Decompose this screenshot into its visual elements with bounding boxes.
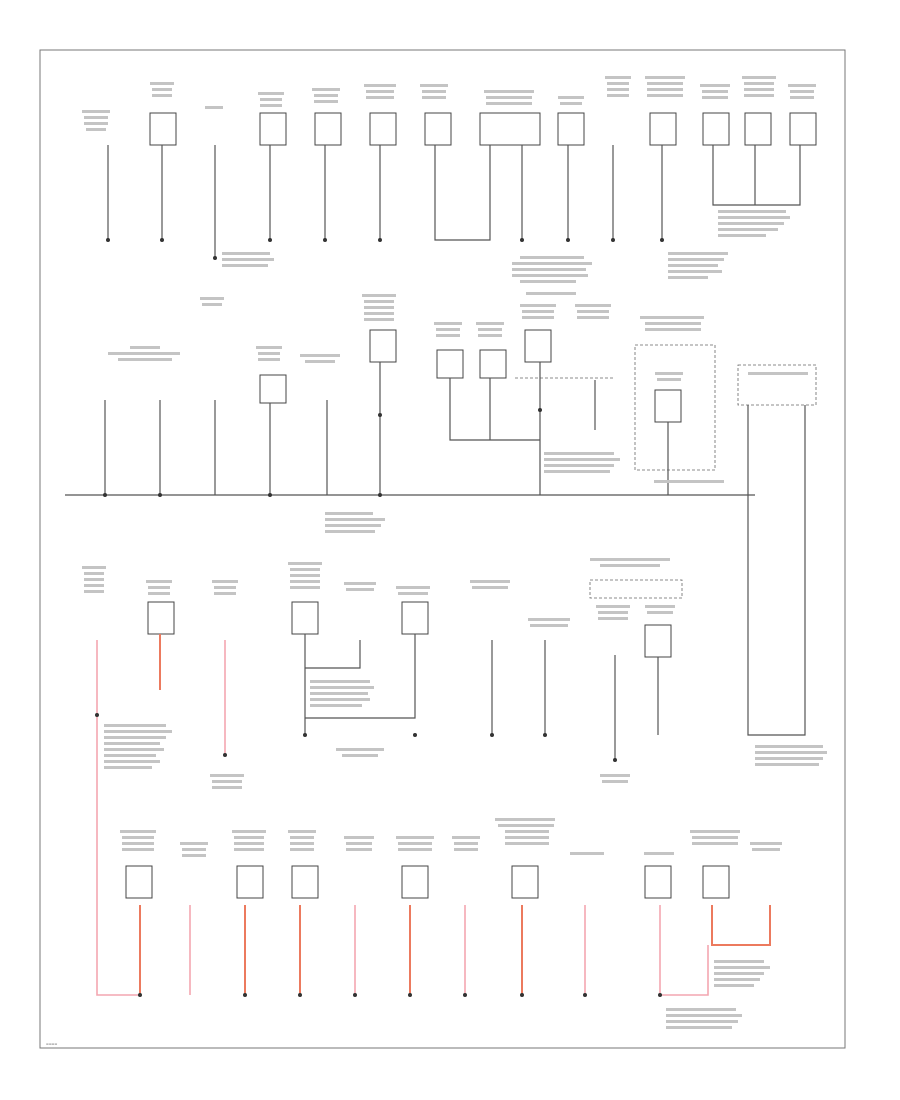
component-box: [291, 865, 319, 899]
component-box: [314, 112, 342, 146]
component-box: [259, 112, 287, 146]
diagram-frame: [39, 49, 846, 1049]
component-box: [436, 349, 464, 379]
illegible-labels: [82, 76, 827, 1029]
dashed-enclosure: [589, 579, 683, 599]
row-2-components: [65, 329, 817, 736]
component-box: [401, 865, 429, 899]
footer-code: ▬▬▬▬: [46, 1042, 58, 1046]
component-box: [702, 865, 730, 899]
component-box: [369, 112, 397, 146]
component-box: [789, 112, 817, 146]
component-box: [479, 349, 507, 379]
component-box: [644, 865, 672, 899]
row-3-components: [95, 579, 683, 996]
component-box: [744, 112, 772, 146]
component-box: [649, 112, 677, 146]
component-box: [654, 389, 682, 423]
component-box: [147, 601, 175, 635]
component-box: [401, 601, 429, 635]
component-box: [557, 112, 585, 146]
dashed-enclosure: [634, 344, 716, 471]
row-1-components: [106, 112, 817, 260]
component-box: [644, 624, 672, 658]
component-box: [259, 374, 287, 404]
component-box: [125, 865, 153, 899]
component-box: [524, 329, 552, 363]
dashed-enclosure: [737, 364, 817, 406]
component-box: [479, 112, 541, 146]
component-box: [424, 112, 452, 146]
component-box: [369, 329, 397, 363]
component-box: [702, 112, 730, 146]
row-4-components: [125, 865, 771, 997]
component-box: [291, 601, 319, 635]
component-box: [511, 865, 539, 899]
component-box: [149, 112, 177, 146]
component-box: [236, 865, 264, 899]
